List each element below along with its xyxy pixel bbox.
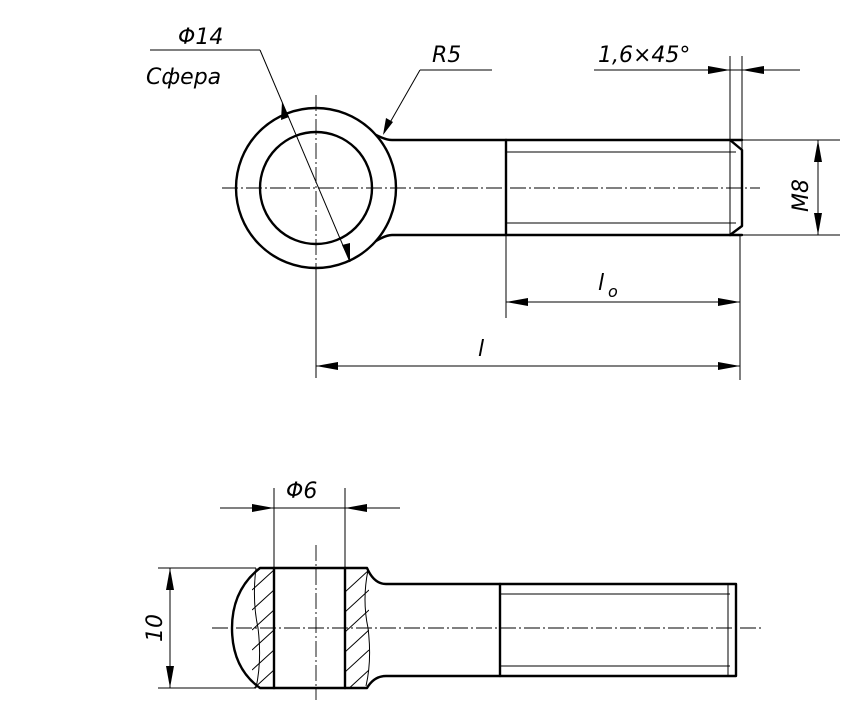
shank-outline [343, 566, 738, 690]
chamfer-arrow-right [742, 66, 764, 74]
thread-length-label: l [598, 271, 604, 296]
hole-diameter-arrow-right [345, 504, 367, 512]
front-view: Φ14 Сфера R5 1,6×45° M8 l o l [146, 25, 840, 380]
radius-label: R5 [432, 43, 461, 68]
thread-length-arrow-right [718, 298, 740, 306]
thread-length-arrow-left [506, 298, 528, 306]
eye-hole-contour [258, 130, 374, 246]
sphere-diameter-arrow-bottom [342, 243, 350, 262]
shank-upper-edge [374, 133, 744, 142]
radius-arrow [383, 118, 393, 135]
total-length-arrow-left [316, 362, 338, 370]
chamfer-arrow-left [708, 66, 730, 74]
thread-diameter-arrow-bottom [814, 213, 822, 235]
total-length-arrow-right [718, 362, 740, 370]
side-view-section: Φ6 10 [143, 479, 762, 700]
sphere-label: Сфера [146, 65, 221, 90]
head-width-arrow-top [166, 568, 174, 590]
thread-chamfer-end [728, 138, 744, 237]
sphere-diameter-label: Φ14 [178, 25, 223, 50]
hole-diameter-label: Φ6 [286, 479, 317, 504]
shank-lower-edge [374, 233, 744, 243]
sphere-diameter-leader [259, 49, 351, 263]
hole-diameter-arrow-left [252, 504, 274, 512]
head-width-arrow-bottom [166, 666, 174, 688]
sphere-diameter-arrow-top [281, 102, 289, 120]
head-width-label: 10 [143, 614, 168, 642]
chamfer-label: 1,6×45° [598, 43, 690, 68]
left-section-hatching [252, 569, 274, 688]
total-length-label: l [478, 337, 484, 362]
left-section-break-line [253, 567, 261, 689]
thread-diameter-arrow-top [814, 140, 822, 162]
right-section-hatching [345, 569, 369, 688]
thread-length-subscript: o [608, 282, 618, 301]
thread-diameter-label: M8 [789, 179, 814, 212]
head-spherical-outline [230, 566, 276, 690]
